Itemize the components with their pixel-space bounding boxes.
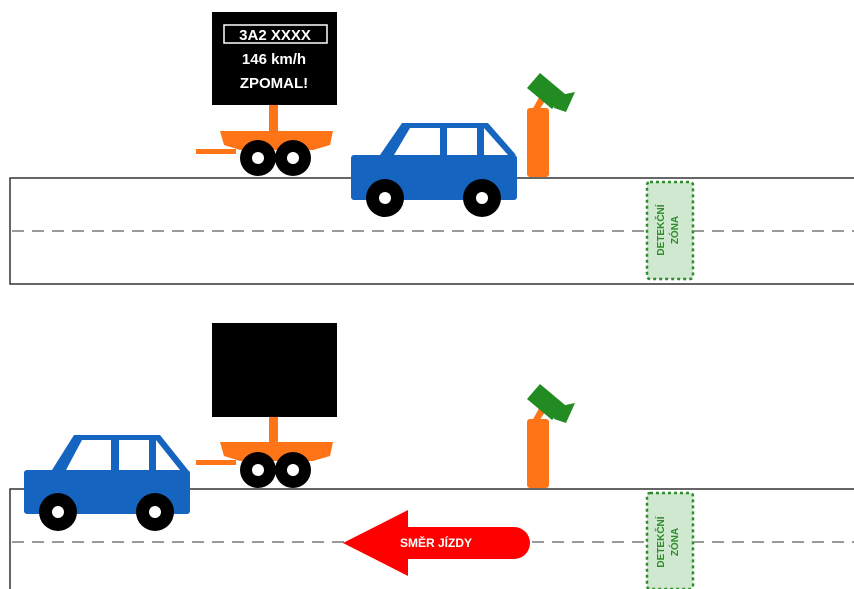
trailer-wheel-right	[275, 452, 311, 488]
camera-icon	[527, 384, 575, 423]
top-speed-camera	[527, 73, 575, 177]
zone-label-line2: ZÓNA	[668, 528, 681, 556]
sign-post	[269, 417, 278, 444]
zone-label-line1: DETEKČNÍ	[654, 204, 667, 255]
detection-zone-area	[645, 180, 695, 281]
direction-label: SMĚR JÍZDY	[400, 535, 472, 550]
trailer-body	[220, 131, 333, 150]
detection-zone-area	[645, 491, 695, 589]
plate-frame	[223, 24, 328, 44]
car-window-front	[484, 128, 508, 155]
trailer-wheel-left	[240, 140, 276, 176]
bottom-speed-camera	[527, 384, 575, 488]
zone-label-line2: ZÓNA	[668, 216, 681, 244]
trailer-body	[220, 442, 333, 461]
measured-speed: 146 km/h	[242, 51, 306, 68]
trailer-drawbar	[196, 460, 236, 465]
arrow-shape	[343, 510, 530, 576]
plate-number: 3A2 XXXX	[239, 27, 311, 44]
warning-message: ZPOMAL!	[240, 75, 308, 92]
trailer-wheel-left	[240, 452, 276, 488]
camera-icon	[527, 73, 575, 112]
car-window-rear	[394, 128, 440, 155]
bottom-speed-sign-trailer	[196, 323, 337, 488]
top-detection-zone: DETEKČNÍ ZÓNA	[645, 180, 695, 281]
car-wheel-rear	[366, 179, 404, 217]
top-car	[351, 123, 517, 217]
camera-pole	[527, 108, 549, 177]
camera-pole	[527, 419, 549, 488]
top-speed-sign-trailer: 3A2 XXXX 146 km/h ZPOMAL!	[196, 12, 337, 176]
trailer-wheel-right	[275, 140, 311, 176]
top-scene: DETEKČNÍ ZÓNA 3A2 XXXX 146 km/h ZPOMAL!	[9, 12, 854, 285]
speed-display-board-blank	[212, 323, 337, 417]
speed-display-board	[212, 12, 337, 105]
car-wheel-front	[463, 179, 501, 217]
car-window-middle	[119, 440, 149, 470]
car-window-rear	[66, 440, 111, 470]
car-window-front	[156, 440, 180, 470]
driving-direction-arrow: SMĚR JÍZDY	[343, 510, 530, 576]
bottom-car	[24, 435, 190, 531]
car-wheel-front	[136, 493, 174, 531]
car-window-middle	[447, 128, 477, 155]
sign-post	[269, 105, 278, 133]
bottom-detection-zone: DETEKČNÍ ZÓNA	[645, 491, 695, 589]
zone-label-line1: DETEKČNÍ	[654, 516, 667, 567]
car-wheel-rear	[39, 493, 77, 531]
trailer-drawbar	[196, 149, 236, 154]
bottom-scene: DETEKČNÍ ZÓNA SMĚR JÍZDY	[9, 323, 854, 589]
